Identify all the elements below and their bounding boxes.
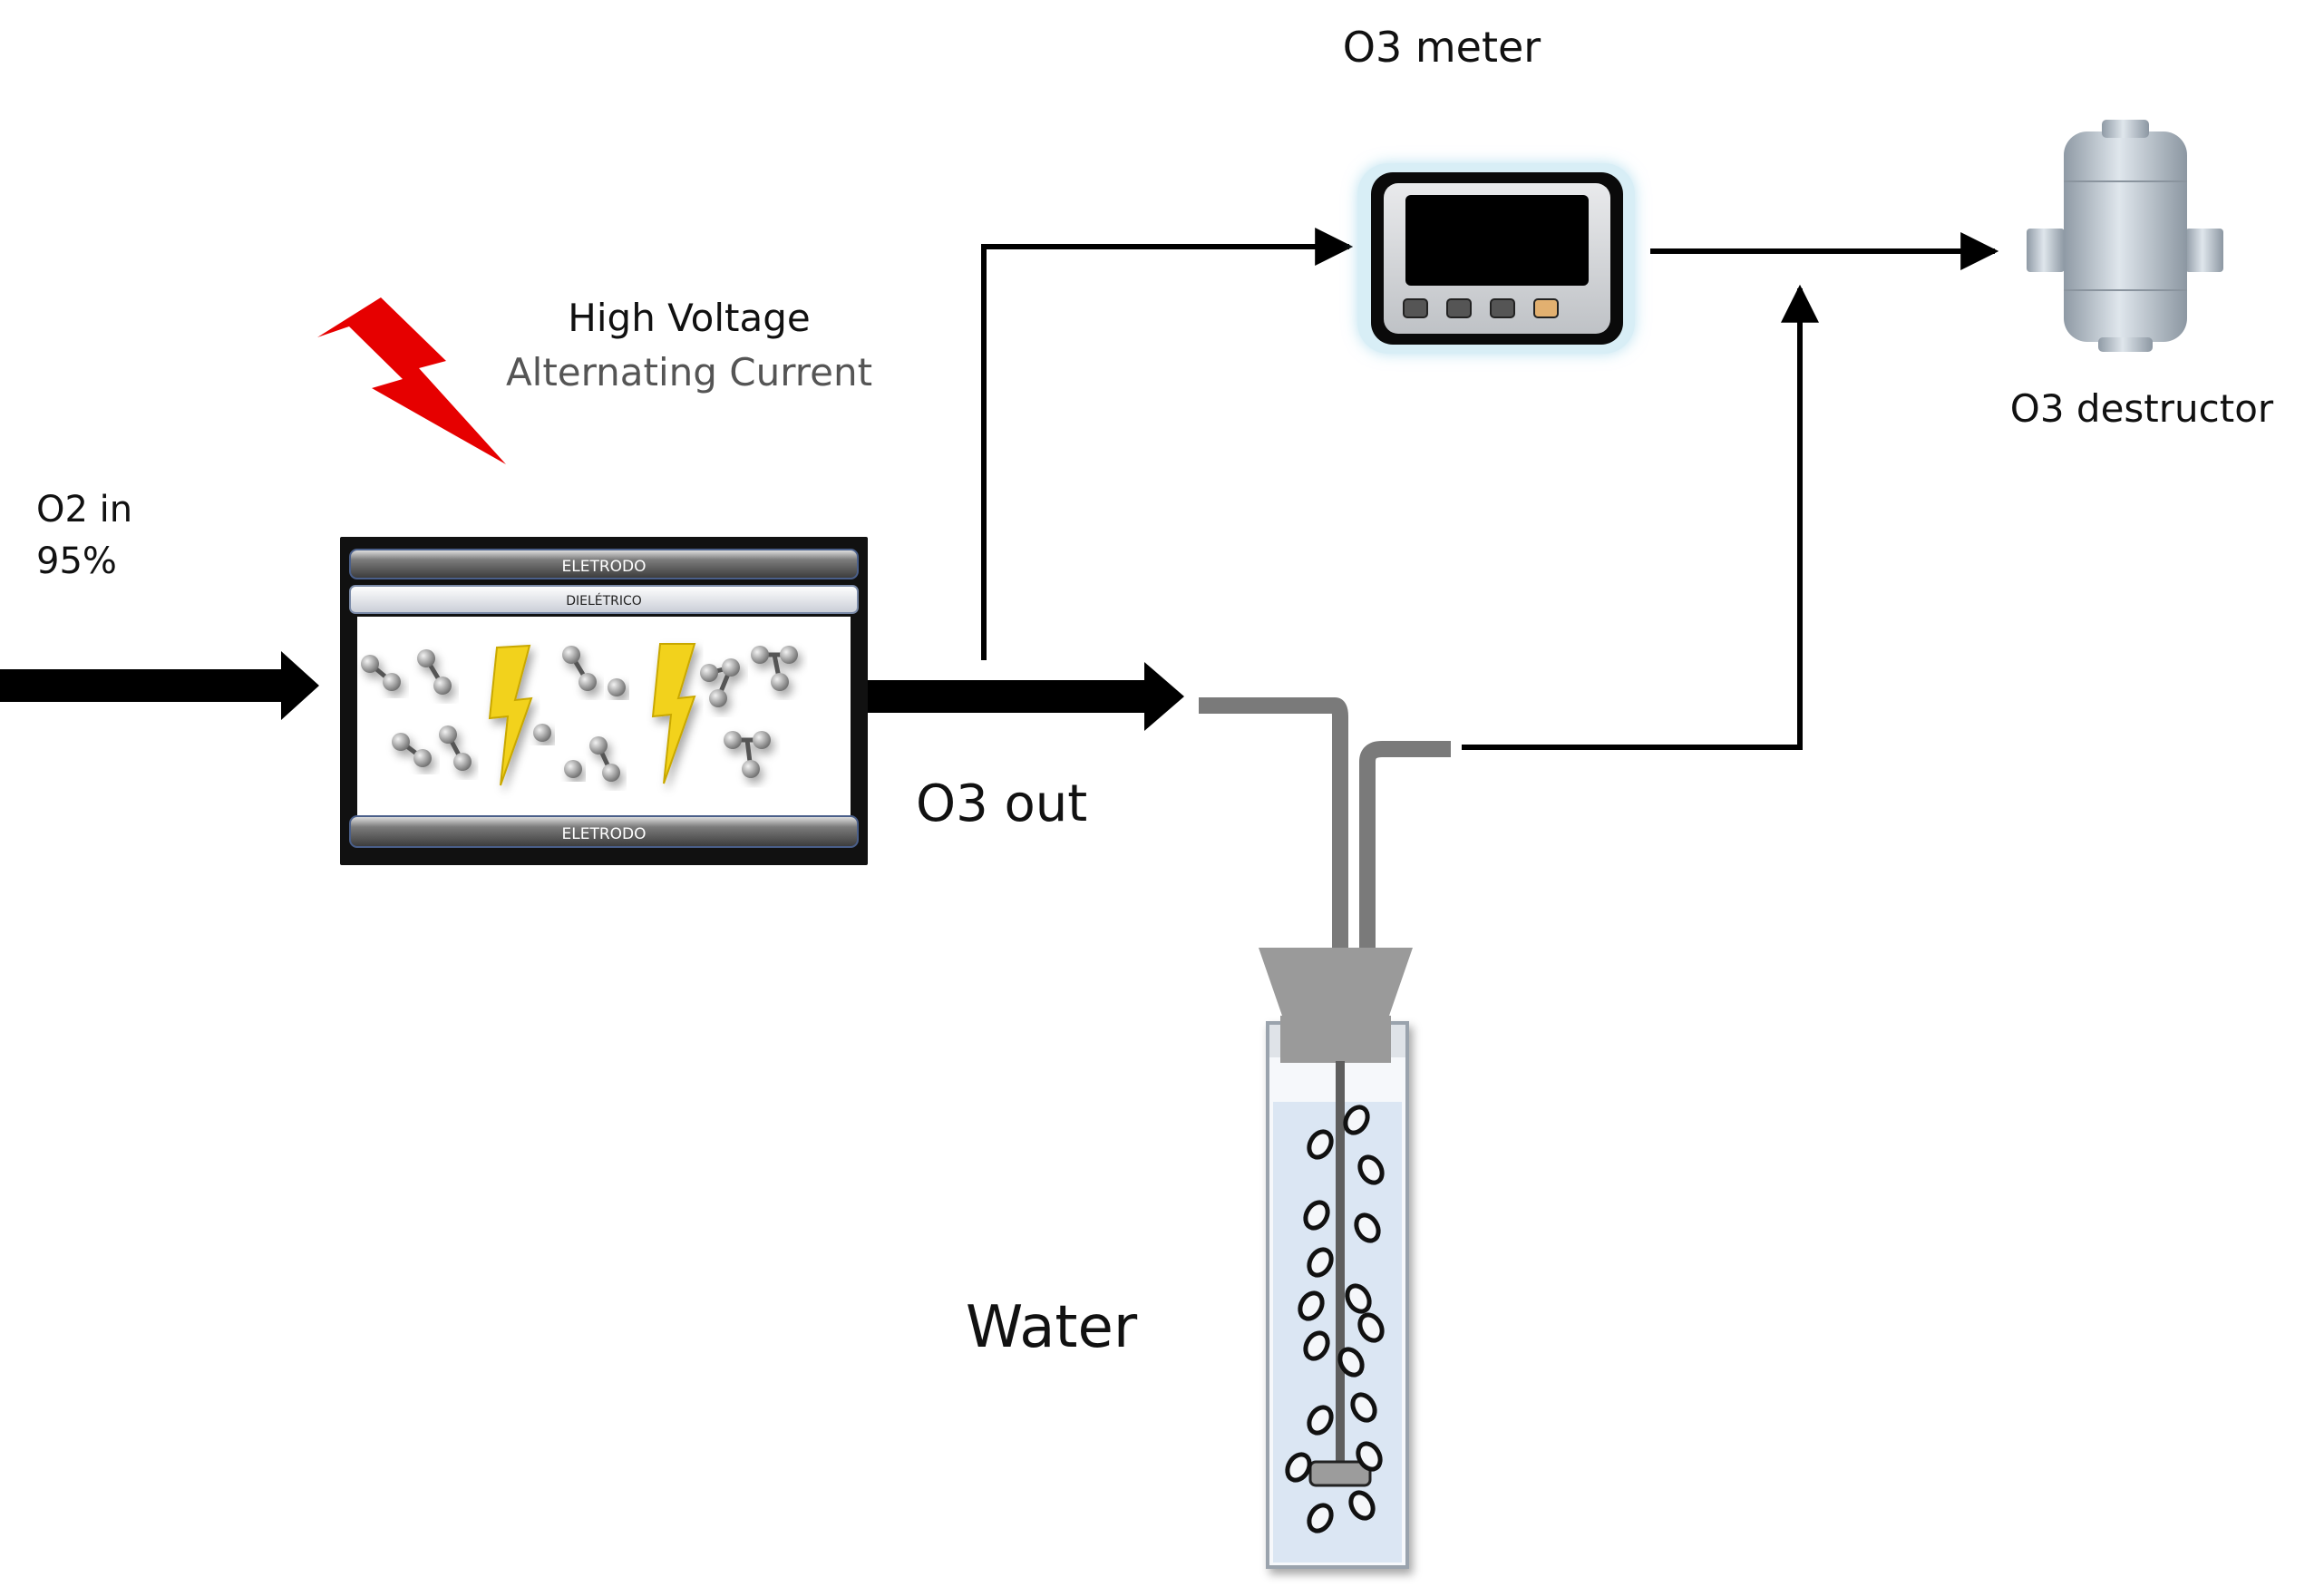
o3-out-label: O3 out: [916, 774, 1087, 833]
bubble-icon: [1337, 1347, 1365, 1378]
molecule-icon: [562, 646, 597, 691]
dielectric-layer: DIELÉTRICO: [349, 585, 859, 614]
svg-text:ELETRODO: ELETRODO: [561, 558, 646, 576]
molecule-icon: [392, 733, 432, 767]
alternating-current-label: Alternating Current: [506, 350, 872, 394]
bubble-icon: [1303, 1330, 1330, 1361]
svg-text:DIELÉTRICO: DIELÉTRICO: [566, 593, 642, 609]
bubble-icon: [1354, 1212, 1381, 1243]
ozone-generator: ELETRODO DIELÉTRICO ELETRODO: [340, 537, 868, 865]
molecule-icon: [751, 646, 798, 691]
electrode-bottom: ELETRODO: [349, 815, 859, 848]
molecule-icon: [608, 678, 626, 696]
meter-button: [1403, 298, 1428, 318]
bubble-icon: [1307, 1247, 1334, 1278]
water-label: Water: [966, 1294, 1138, 1361]
bubble-icon: [1298, 1290, 1325, 1321]
water-column: [1259, 948, 1413, 1569]
bubble-icon: [1343, 1105, 1370, 1135]
diffuser-stone: [1308, 1460, 1372, 1487]
o3-output-arrow: [868, 662, 1184, 731]
o3-destructor-label: O3 destructor: [2010, 386, 2274, 431]
spark-icon: [488, 644, 533, 786]
bubble-icon: [1348, 1490, 1376, 1521]
svg-text:ELETRODO: ELETRODO: [561, 825, 646, 843]
bubble-icon: [1285, 1452, 1312, 1483]
bubble-icon: [1357, 1154, 1385, 1185]
o2-in-label: O2 in: [36, 489, 132, 531]
bubble-icon: [1307, 1503, 1334, 1533]
o3-meter-device: [1357, 163, 1635, 354]
bubble-icon: [1350, 1392, 1377, 1423]
bypass-return-line: [1462, 284, 1819, 750]
molecule-icon: [361, 655, 401, 691]
o2-percent-label: 95%: [36, 540, 117, 582]
molecule-icon: [700, 658, 740, 707]
spark-icon: [651, 643, 696, 784]
meter-button: [1446, 298, 1472, 318]
bubble-icon: [1303, 1200, 1330, 1231]
bubble-icon: [1356, 1441, 1383, 1472]
molecule-icon: [439, 725, 472, 771]
molecule-icon: [589, 736, 620, 782]
lightning-bolt-icon: [317, 297, 506, 464]
molecule-icon: [724, 731, 771, 778]
high-voltage-label: High Voltage: [568, 296, 810, 340]
bubbles: [1285, 1105, 1385, 1533]
meter-button: [1490, 298, 1515, 318]
column-stopper: [1259, 948, 1413, 1016]
o3-destructor: [2027, 120, 2223, 352]
molecule-icon: [533, 724, 551, 742]
bubble-icon: [1345, 1283, 1372, 1314]
bubble-icon: [1357, 1312, 1385, 1343]
bubble-icon: [1307, 1405, 1334, 1436]
meter-feed-line: [981, 228, 1354, 660]
meter-screen: [1405, 195, 1589, 286]
o3-meter-label: O3 meter: [1343, 23, 1541, 72]
meter-button: [1533, 298, 1559, 318]
molecule-icon: [564, 760, 582, 778]
electrode-top: ELETRODO: [349, 549, 859, 579]
molecule-icon: [417, 649, 452, 695]
o2-input-arrow: [0, 651, 319, 720]
bubble-icon: [1307, 1129, 1334, 1160]
